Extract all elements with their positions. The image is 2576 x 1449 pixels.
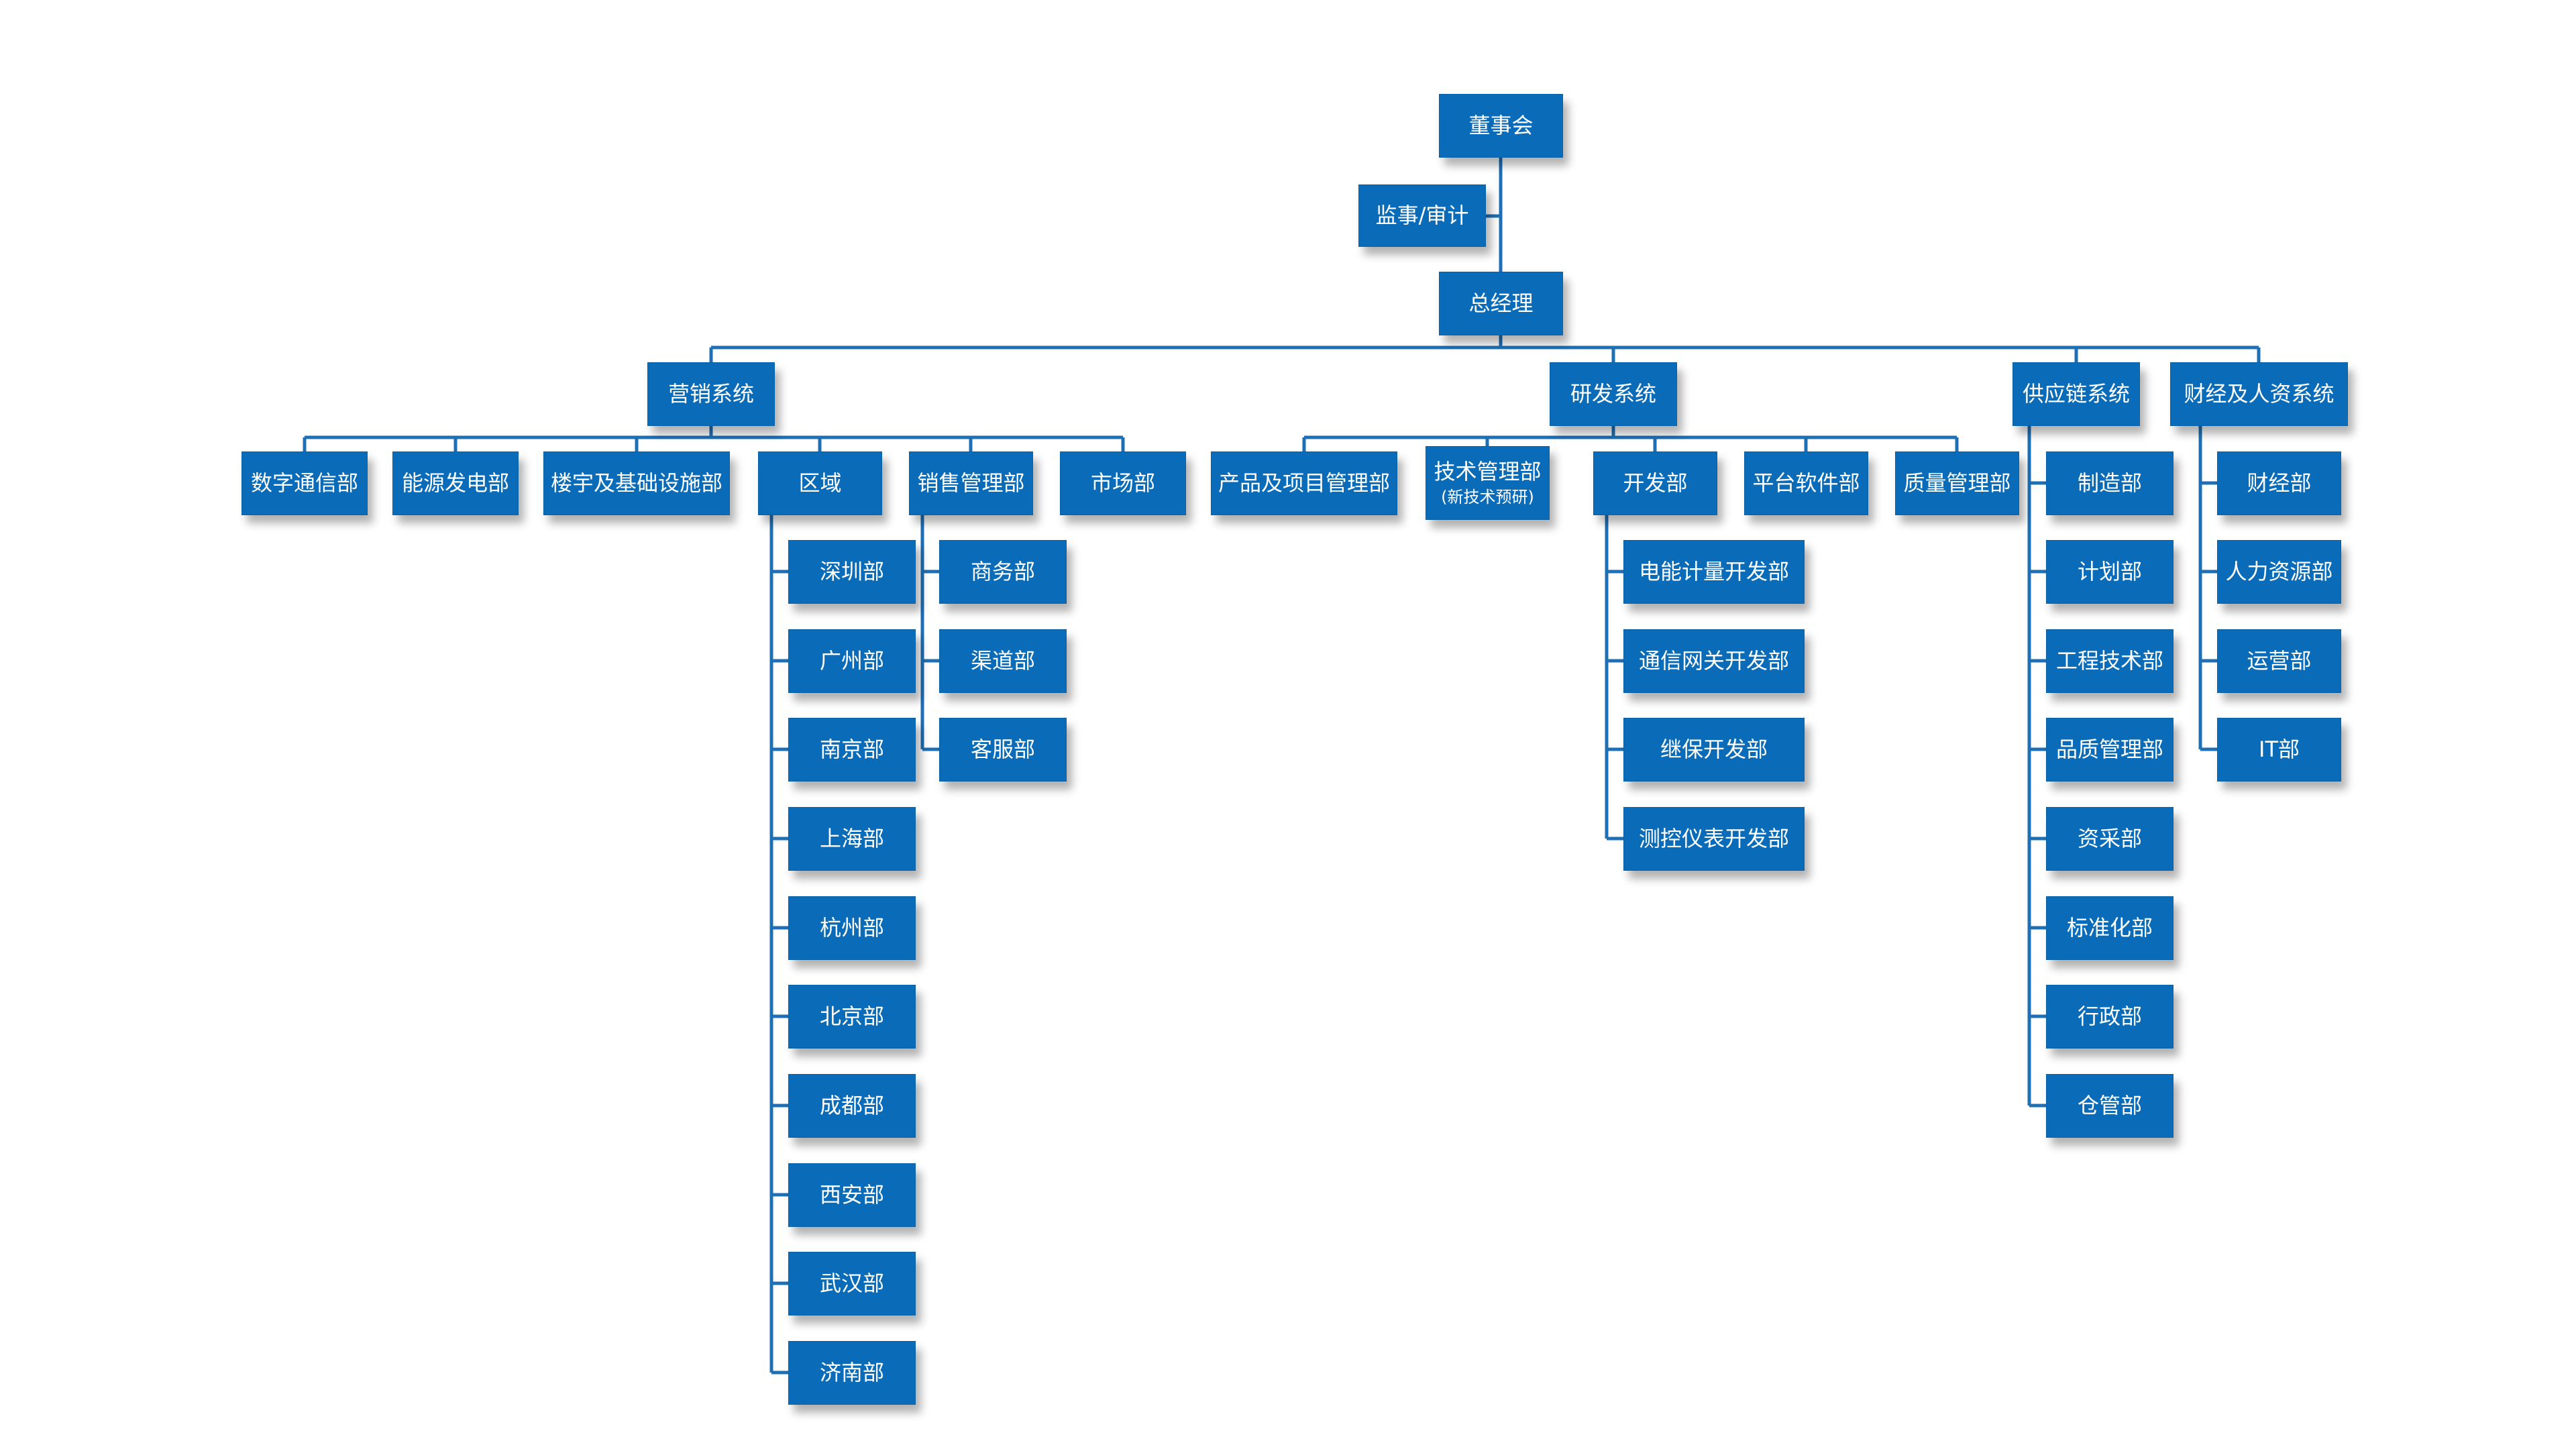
node-label: 财经部 [2247,470,2312,496]
node-label: 渠道部 [970,648,1035,674]
node-label: 广州部 [819,648,884,674]
node-label: 杭州部 [819,915,884,941]
node-wuhan: 武汉部 [788,1252,916,1316]
node-label: 制造部 [2077,470,2142,496]
node-development: 开发部 [1593,451,1717,515]
node-label: 北京部 [819,1004,884,1030]
node-label: 武汉部 [819,1271,884,1297]
node-jinan: 济南部 [788,1341,916,1405]
node-hr: 人力资源部 [2217,540,2341,604]
node-label: 资采部 [2077,826,2142,852]
node-label: 销售管理部 [917,470,1025,496]
node-label: 技术管理部 [1434,459,1542,485]
node-label: 行政部 [2077,1004,2142,1030]
node-chengdu: 成都部 [788,1074,916,1138]
node-energy-power: 能源发电部 [392,451,519,515]
node-supply-system: 供应链系统 [2012,362,2140,426]
node-label: 测控仪表开发部 [1638,826,1789,852]
node-manufacturing: 制造部 [2046,451,2174,515]
node-administration: 行政部 [2046,985,2174,1049]
node-rnd-system: 研发系统 [1550,362,1677,426]
node-label: 西安部 [819,1182,884,1208]
node-label: 仓管部 [2077,1093,2142,1119]
node-label: 产品及项目管理部 [1218,470,1390,496]
node-label: 开发部 [1623,470,1688,496]
node-standardization: 标准化部 [2046,896,2174,960]
node-xian: 西安部 [788,1163,916,1227]
node-label: 平台软件部 [1752,470,1860,496]
node-operations: 运营部 [2217,629,2341,693]
node-label: 运营部 [2247,648,2312,674]
node-label: 营销系统 [667,381,754,407]
node-sublabel: (新技术预研) [1441,487,1534,506]
node-platform-software: 平台软件部 [1744,451,1868,515]
node-building-infra: 楼宇及基础设施部 [543,451,730,515]
node-label: 客服部 [970,737,1035,763]
node-label: 总经理 [1468,290,1534,317]
node-channel: 渠道部 [939,629,1067,693]
node-label: 人力资源部 [2225,559,2333,585]
node-label: 通信网关开发部 [1638,648,1789,674]
node-region: 区域 [758,451,882,515]
node-label: 监事/审计 [1375,203,1469,229]
node-label: 质量管理部 [1903,470,2011,496]
node-quality-mgmt: 质量管理部 [1895,451,2019,515]
node-label: 财经及人资系统 [2184,381,2334,407]
node-beijing: 北京部 [788,985,916,1049]
node-it: IT部 [2217,718,2341,782]
node-customer-service: 客服部 [939,718,1067,782]
node-label: 能源发电部 [401,470,509,496]
node-product-project: 产品及项目管理部 [1211,451,1397,515]
node-instrument-dev: 测控仪表开发部 [1623,807,1805,871]
node-warehouse: 仓管部 [2046,1074,2174,1138]
node-label: 工程技术部 [2055,648,2163,674]
node-label: 供应链系统 [2022,381,2130,407]
node-label: 标准化部 [2066,915,2153,941]
node-board: 董事会 [1439,94,1563,158]
node-label: 上海部 [819,826,884,852]
node-finance-system: 财经及人资系统 [2170,362,2348,426]
node-relay-dev: 继保开发部 [1623,718,1805,782]
node-quality-control: 品质管理部 [2046,718,2174,782]
node-sales-system: 营销系统 [647,362,775,426]
node-label: 成都部 [819,1093,884,1119]
node-label: 品质管理部 [2055,737,2163,763]
node-label: 计划部 [2077,559,2142,585]
node-guangzhou: 广州部 [788,629,916,693]
node-label: 济南部 [819,1360,884,1386]
node-label: 研发系统 [1570,381,1656,407]
node-label: 董事会 [1468,113,1534,139]
node-nanjing: 南京部 [788,718,916,782]
node-gm: 总经理 [1439,272,1563,335]
node-label: 市场部 [1090,470,1155,496]
node-procurement: 资采部 [2046,807,2174,871]
node-label: 商务部 [970,559,1035,585]
node-label: 楼宇及基础设施部 [550,470,722,496]
node-tech-mgmt: 技术管理部 (新技术预研) [1426,446,1550,520]
node-shenzhen: 深圳部 [788,540,916,604]
node-label: IT部 [2259,737,2300,763]
node-business: 商务部 [939,540,1067,604]
node-digital-comm: 数字通信部 [241,451,368,515]
node-metering-dev: 电能计量开发部 [1623,540,1805,604]
node-label: 继保开发部 [1660,737,1768,763]
node-label: 数字通信部 [250,470,358,496]
node-sales-mgmt: 销售管理部 [909,451,1033,515]
node-market: 市场部 [1060,451,1186,515]
node-gateway-dev: 通信网关开发部 [1623,629,1805,693]
node-supervisor: 监事/审计 [1358,184,1486,247]
node-label: 南京部 [819,737,884,763]
node-label: 区域 [798,470,842,496]
node-label: 深圳部 [819,559,884,585]
node-planning: 计划部 [2046,540,2174,604]
node-hangzhou: 杭州部 [788,896,916,960]
node-shanghai: 上海部 [788,807,916,871]
node-engineering-tech: 工程技术部 [2046,629,2174,693]
node-label: 电能计量开发部 [1638,559,1789,585]
node-finance: 财经部 [2217,451,2341,515]
